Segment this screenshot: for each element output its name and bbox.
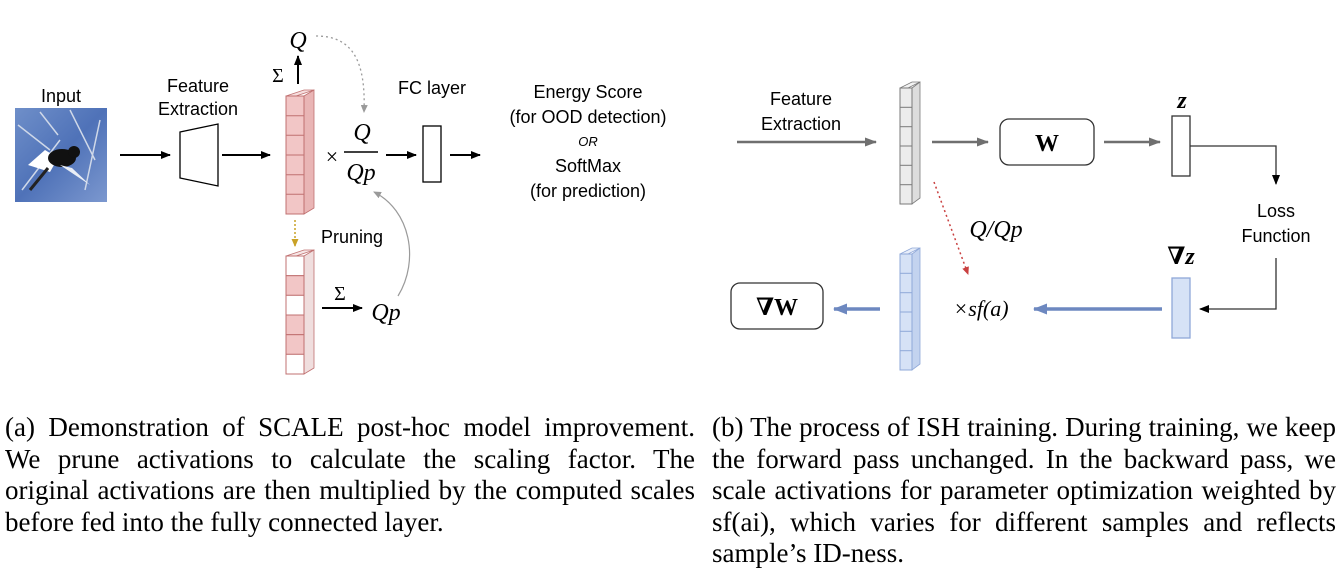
feature-extractor-trapezoid (179, 123, 219, 187)
line-loss-to-grad-z (1199, 258, 1277, 313)
caption-b: (b) The process of ISH training. During … (712, 412, 1336, 568)
q-label-top: Q (289, 28, 306, 54)
fc-layer-label: FC layer (398, 78, 466, 98)
fc-layer-box (422, 125, 442, 183)
weight-box (999, 118, 1095, 166)
dotted-curve-q-to-fraction (315, 35, 368, 113)
pruning-label: Pruning (321, 227, 383, 247)
fe-label-line2: Extraction (158, 99, 238, 119)
activation-stack-red (285, 89, 315, 215)
sum-symbol-bottom: Σ (334, 283, 346, 305)
fe-b-line2: Extraction (761, 114, 841, 134)
output-softmax: SoftMax (555, 156, 621, 176)
panel-a: Input Feature Extraction Σ (15, 28, 667, 375)
fraction-denominator: Qp (346, 160, 375, 186)
panel-b: Feature Extraction W z Loss Function ∇z … (730, 81, 1311, 371)
input-image-bird (15, 108, 107, 202)
q-over-qp-label: Q/Qp (969, 217, 1022, 243)
line-z-to-loss (1190, 145, 1280, 185)
input-label: Input (41, 86, 81, 106)
qp-label: Qp (371, 300, 400, 326)
activation-stack-gray (899, 81, 921, 205)
red-dotted-arrow-gray-to-scale (933, 181, 969, 275)
fe-label-line1: Feature (167, 76, 229, 96)
times-symbol: × (326, 144, 338, 169)
activation-stack-blue (899, 247, 921, 371)
grad-w-label: ∇W (756, 295, 798, 321)
scale-label: ×sf(a) (953, 296, 1008, 321)
curve-qp-to-fraction (373, 191, 411, 297)
sum-symbol-top: Σ (272, 65, 284, 87)
z-box (1171, 115, 1191, 177)
z-label: z (1176, 88, 1187, 114)
weight-label: W (1035, 131, 1059, 157)
output-or: OR (578, 134, 598, 149)
loss-line1: Loss (1257, 201, 1295, 221)
loss-line2: Function (1241, 226, 1310, 246)
caption-a: (a) Demonstration of SCALE post-hoc mode… (5, 412, 695, 537)
fraction-numerator: Q (353, 120, 370, 146)
pruned-activation-stack (285, 249, 315, 375)
diagram-canvas: Input Feature Extraction Σ (15, 28, 1311, 375)
fe-b-line1: Feature (770, 89, 832, 109)
output-energy-score: Energy Score (533, 82, 642, 102)
grad-z-box (1171, 277, 1191, 339)
output-ood-detection: (for OOD detection) (509, 107, 666, 127)
grad-z-label: ∇z (1167, 244, 1195, 270)
output-for-prediction: (for prediction) (530, 181, 646, 201)
grad-w-box (730, 282, 824, 330)
